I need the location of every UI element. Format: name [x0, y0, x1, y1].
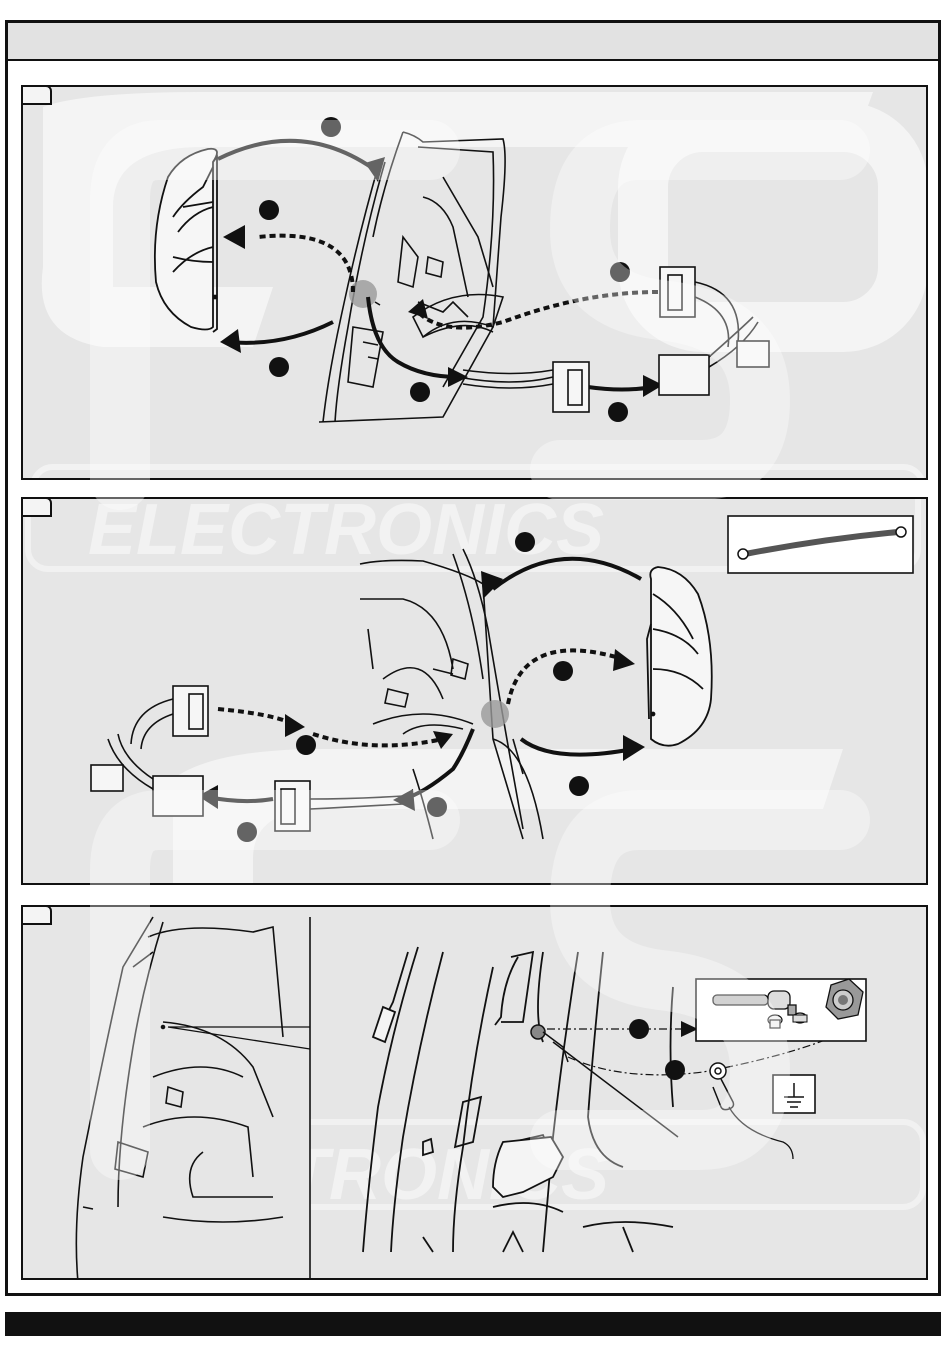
step-callouts [629, 1019, 685, 1080]
step-1-illustration [23, 87, 928, 480]
callout-dot [569, 776, 589, 796]
callout-dot [553, 661, 573, 681]
dashed-arrow-to-lamp [258, 236, 353, 292]
callout-dot [410, 382, 430, 402]
callout-dot [296, 735, 316, 755]
callout-dot [427, 797, 447, 817]
step-1-tab [21, 85, 52, 105]
dashed-arrow-connector-b [313, 734, 443, 745]
header-bar [5, 20, 941, 61]
callout-dot [237, 822, 257, 842]
connector-plug-top [131, 686, 208, 749]
step-2-illustration: ELECTRONICS [23, 499, 928, 885]
cable-entry-point [349, 280, 377, 308]
cable-entry-point [481, 700, 509, 728]
step-panel-3: ELECTRONICS [21, 905, 928, 1280]
callout-dot [665, 1060, 685, 1080]
callout-dot [259, 200, 279, 220]
connection-arrows [218, 141, 658, 390]
dashed-arrow-connector-a [218, 709, 293, 724]
vehicle-tailgate-opening [319, 132, 505, 422]
callout-dot [629, 1019, 649, 1039]
step-3-illustration: ELECTRONICS [23, 907, 928, 1280]
step-2-tab [21, 497, 52, 517]
connector-male [458, 362, 589, 412]
legend-marker-box [91, 765, 123, 791]
footer-bar [5, 1312, 941, 1336]
nut-icon [793, 1013, 807, 1023]
callout-dot [269, 357, 289, 377]
callout-dot [610, 262, 630, 282]
step-3-tab [21, 905, 52, 925]
washer-icon [768, 1015, 782, 1028]
tail-lamp-right [647, 567, 712, 746]
grounding-bolt [531, 1025, 545, 1039]
callout-dot [515, 532, 535, 552]
ground-strap-box [728, 516, 913, 573]
step-panel-1 [21, 85, 928, 480]
step-panel-2: ELECTRONICS [21, 497, 928, 885]
callout-dot [321, 117, 341, 137]
callout-dot [608, 402, 628, 422]
legend-marker-box [737, 341, 769, 367]
